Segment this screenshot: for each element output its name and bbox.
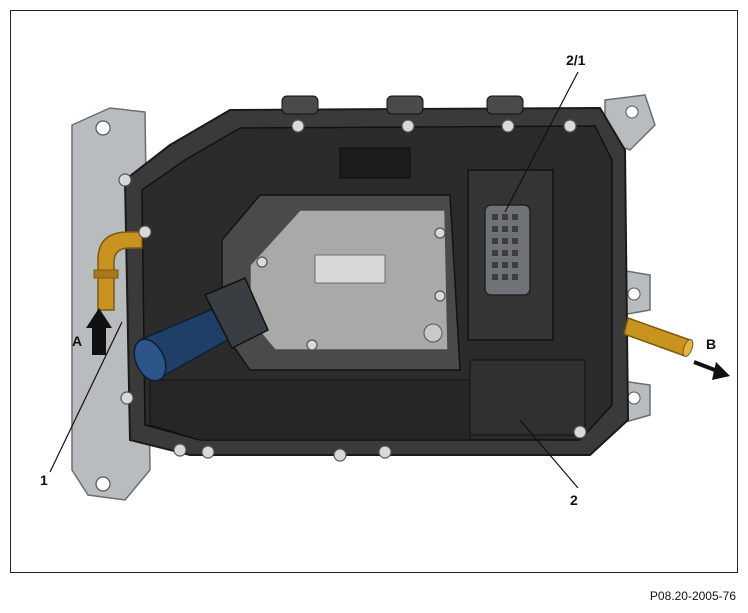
leader-lines [49, 71, 579, 489]
label-component-1: 1 [40, 472, 48, 488]
electrical-connector [467, 169, 554, 341]
inlet-pipe [93, 231, 143, 311]
bolts [118, 119, 587, 462]
label-component-2: 2 [570, 492, 578, 508]
outlet-arrow [693, 360, 730, 380]
label-outlet-b: B [706, 336, 717, 352]
control-plate [221, 194, 461, 371]
inlet-arrow [86, 308, 112, 355]
figure-code: P08.20-2005-76 [649, 589, 736, 603]
hose [133, 277, 269, 382]
label-inlet-a: A [72, 333, 83, 349]
label-connector-2-1: 2/1 [566, 52, 586, 68]
outlet-pipe [623, 317, 694, 358]
